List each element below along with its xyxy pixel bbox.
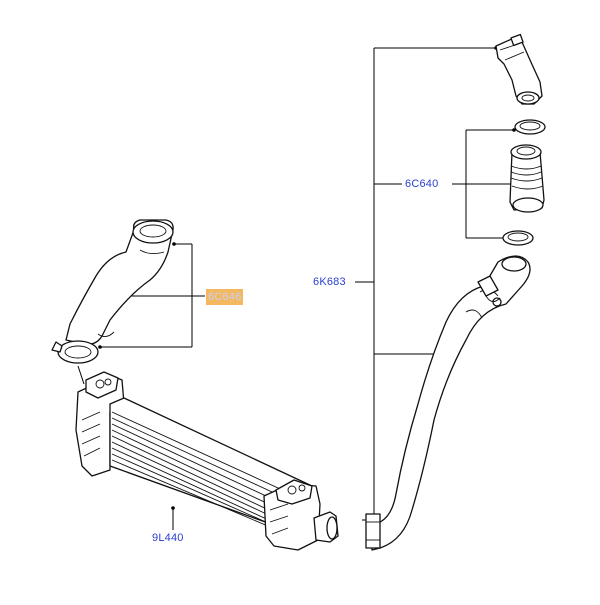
label-6c646[interactable]: 6C646	[206, 289, 244, 305]
clamp-upper-part	[514, 119, 546, 135]
clamp-lower-part	[502, 230, 534, 246]
intake-pipe-part	[365, 255, 531, 551]
coupler-sleeve-part	[509, 144, 545, 213]
label-9l440[interactable]: 9L440	[152, 532, 184, 544]
turbo-hose-part	[51, 219, 174, 364]
label-6c640[interactable]: 6C640	[405, 178, 439, 190]
elbow-pipe-part	[495, 33, 543, 105]
intercooler-part	[75, 371, 339, 551]
label-6k683[interactable]: 6K683	[313, 276, 346, 288]
